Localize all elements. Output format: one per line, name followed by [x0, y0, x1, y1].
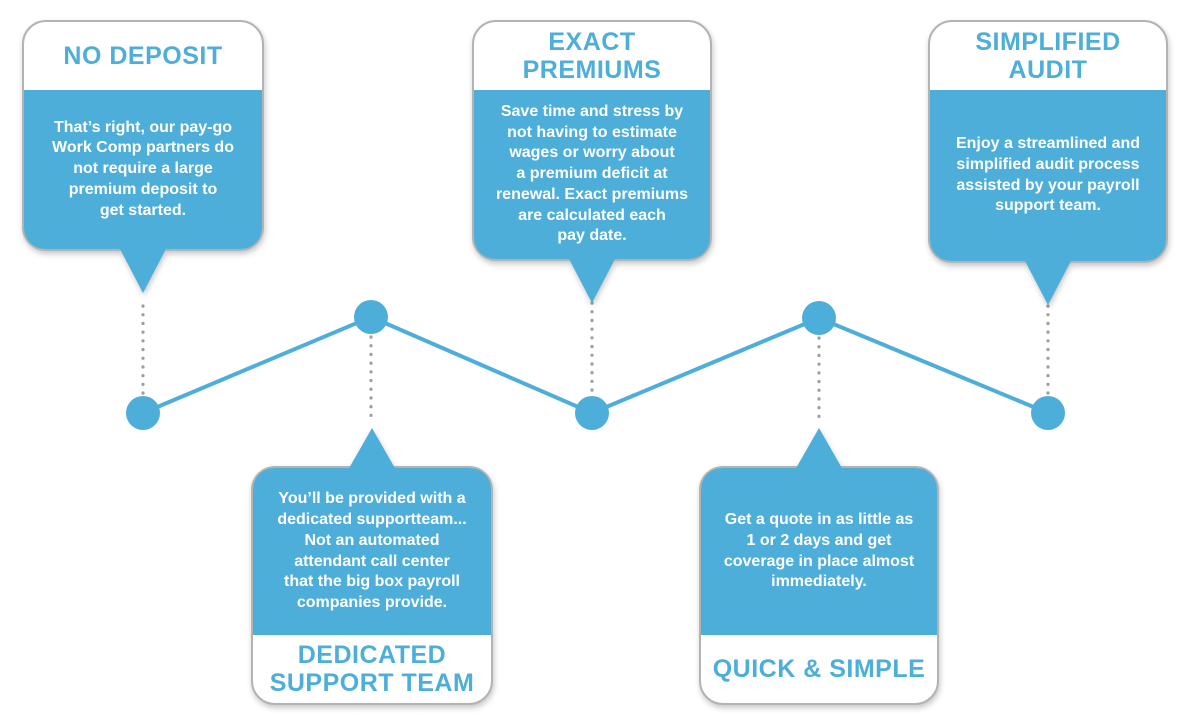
card-quick-simple-pointer — [795, 428, 843, 470]
card-exact-premiums: EXACT PREMIUMS Save time and stress by n… — [472, 20, 712, 303]
card-no-deposit-pointer — [119, 247, 167, 293]
card-no-deposit: NO DEPOSIT That’s right, our pay-go Work… — [22, 20, 264, 293]
card-simplified-audit-body: Enjoy a streamlined and simplified audit… — [930, 90, 1166, 261]
card-dedicated-support-team-body: You’ll be provided with a dedicated supp… — [253, 468, 491, 635]
card-quick-simple-title: QUICK & SIMPLE — [712, 655, 926, 683]
card-quick-simple-body: Get a quote in as little as 1 or 2 days … — [701, 468, 937, 635]
timeline-node-dot-3 — [575, 396, 609, 430]
timeline-node-dot-4 — [802, 301, 836, 335]
card-dedicated-support-team-title: DEDICATED SUPPORT TEAM — [269, 641, 475, 697]
card-exact-premiums-pointer — [568, 257, 616, 303]
timeline-node-dot-2 — [354, 300, 388, 334]
timeline-node-dot-1 — [126, 396, 160, 430]
timeline-node-dot-5 — [1031, 396, 1065, 430]
card-dedicated-support-team-pointer — [348, 428, 396, 470]
card-simplified-audit-pointer — [1024, 259, 1072, 305]
card-no-deposit-body: That’s right, our pay-go Work Comp partn… — [24, 90, 262, 249]
card-simplified-audit-title: SIMPLIFIED AUDIT — [975, 28, 1121, 84]
card-exact-premiums-body: Save time and stress by not having to es… — [474, 90, 710, 259]
card-no-deposit-title: NO DEPOSIT — [63, 42, 223, 70]
card-quick-simple: Get a quote in as little as 1 or 2 days … — [699, 428, 939, 705]
card-simplified-audit: SIMPLIFIED AUDIT Enjoy a streamlined and… — [928, 20, 1168, 305]
card-dedicated-support-team: You’ll be provided with a dedicated supp… — [251, 428, 493, 705]
card-exact-premiums-title: EXACT PREMIUMS — [522, 28, 662, 84]
